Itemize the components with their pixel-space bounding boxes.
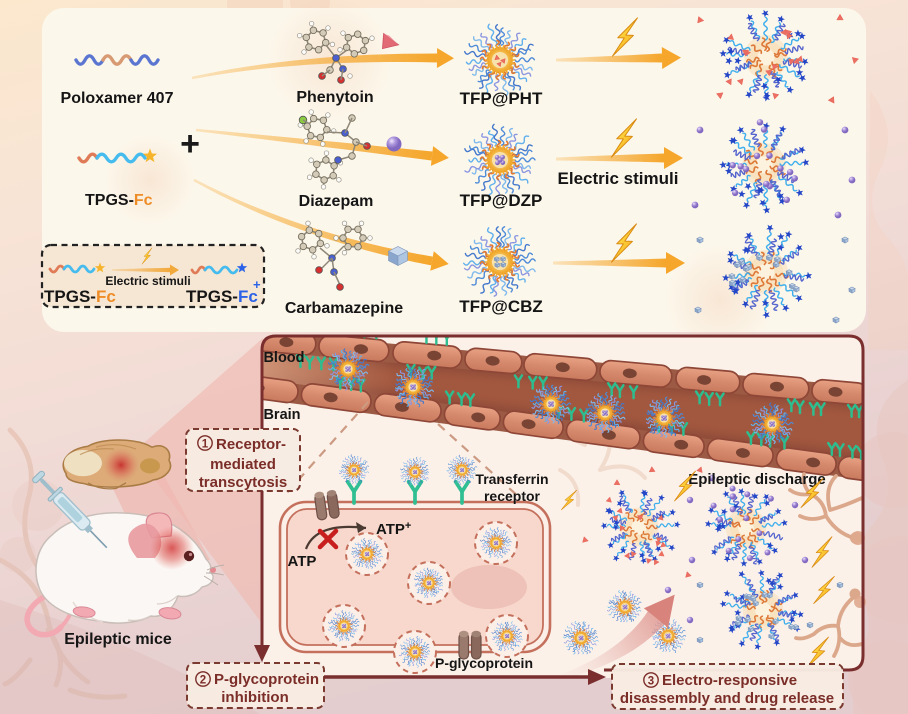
svg-text:mediated: mediated (210, 456, 276, 473)
svg-text:TFP@PHT: TFP@PHT (460, 89, 543, 108)
svg-text:TPGS-Fc: TPGS-Fc (44, 287, 116, 306)
svg-text:1: 1 (202, 439, 209, 451)
svg-text:+: + (180, 125, 200, 163)
svg-text:Diazepam: Diazepam (299, 193, 374, 210)
svg-text:Electro-responsive: Electro-responsive (662, 672, 797, 689)
svg-text:ATP+: ATP+ (376, 520, 411, 538)
svg-text:ATP: ATP (288, 553, 317, 570)
svg-text:Epileptic discharge: Epileptic discharge (688, 471, 826, 488)
svg-text:disassembly and drug release: disassembly and drug release (620, 690, 834, 707)
svg-text:TPGS-Fc: TPGS-Fc (186, 287, 258, 306)
svg-text:Epileptic mice: Epileptic mice (64, 631, 172, 648)
svg-text:TFP@CBZ: TFP@CBZ (459, 297, 543, 316)
svg-text:transcytosis: transcytosis (199, 474, 287, 491)
svg-text:3: 3 (648, 676, 654, 688)
svg-text:Electric stimuli: Electric stimuli (558, 169, 679, 188)
svg-text:Brain: Brain (263, 407, 300, 423)
svg-text:Transferrin: Transferrin (475, 471, 548, 487)
svg-text:inhibition: inhibition (221, 689, 288, 706)
svg-text:Receptor-: Receptor- (216, 436, 286, 453)
svg-text:TPGS-Fc: TPGS-Fc (85, 192, 153, 209)
svg-text:TFP@DZP: TFP@DZP (460, 191, 543, 210)
svg-text:Electric stimuli: Electric stimuli (105, 274, 190, 288)
svg-text:2: 2 (200, 675, 206, 687)
svg-text:P-glycoprotein: P-glycoprotein (214, 671, 319, 688)
svg-text:+: + (253, 277, 261, 292)
svg-text:Carbamazepine: Carbamazepine (285, 300, 403, 317)
svg-text:receptor: receptor (484, 488, 541, 504)
svg-text:P-glycoprotein: P-glycoprotein (435, 655, 533, 671)
svg-text:Blood: Blood (263, 350, 304, 366)
svg-text:Phenytoin: Phenytoin (296, 89, 373, 106)
svg-text:Poloxamer 407: Poloxamer 407 (61, 90, 174, 107)
